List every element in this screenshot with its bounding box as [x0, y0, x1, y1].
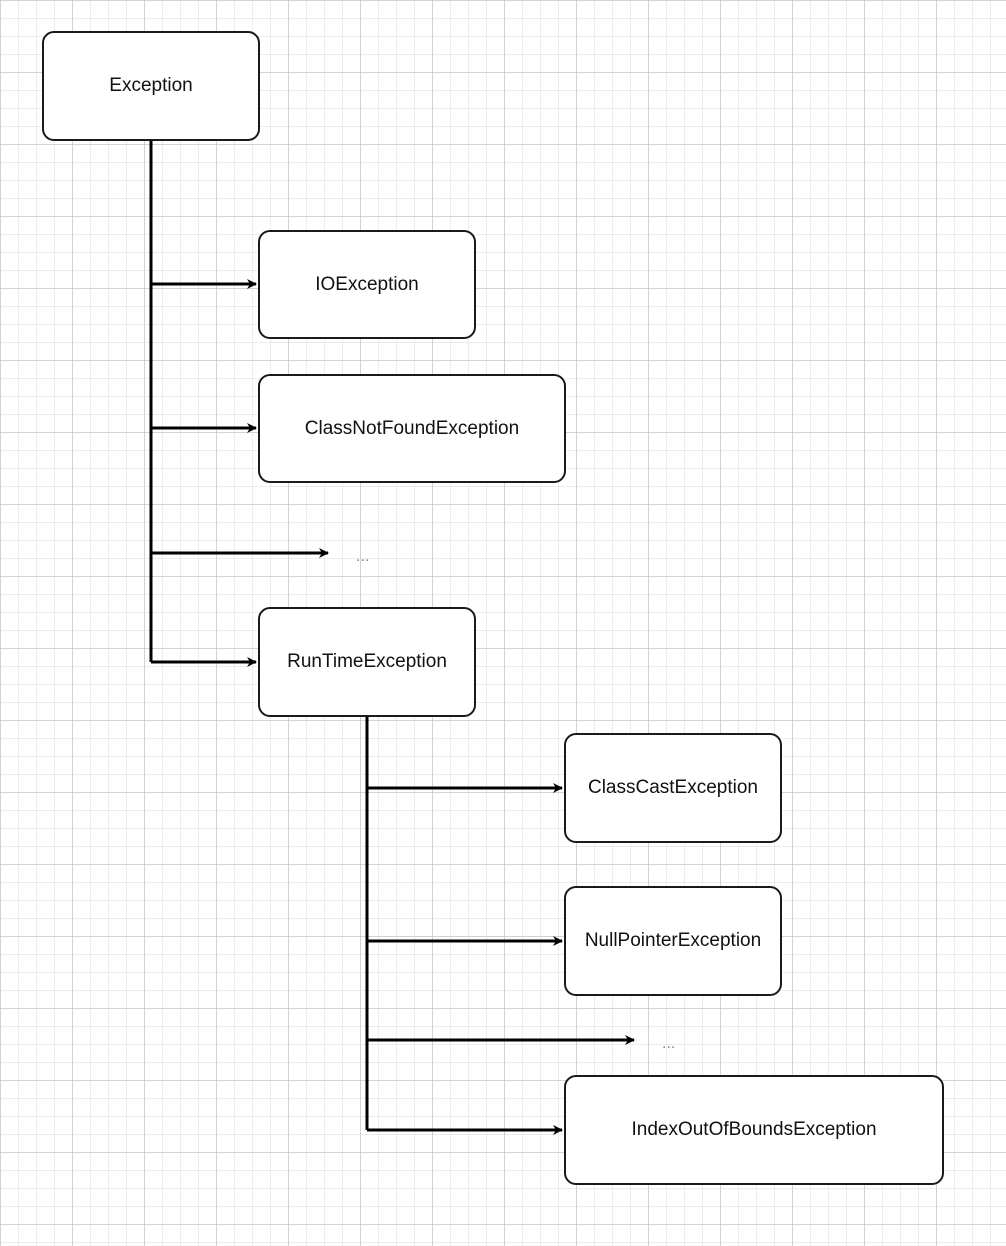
node-nullpointerexception[interactable]: NullPointerException: [564, 886, 782, 996]
node-indexoutofboundsexception[interactable]: IndexOutOfBoundsException: [564, 1075, 944, 1185]
node-runtimeexception[interactable]: RunTimeException: [258, 607, 476, 717]
node-exception-label: Exception: [109, 75, 193, 96]
node-ioexception[interactable]: IOException: [258, 230, 476, 339]
node-classnotfoundexception[interactable]: ClassNotFoundException: [258, 374, 566, 483]
node-nullpointerexception-label: NullPointerException: [584, 930, 762, 951]
node-ioexception-label: IOException: [315, 273, 419, 295]
node-runtimeexception-label: RunTimeException: [287, 651, 447, 672]
node-classnotfoundexception-label: ClassNotFoundException: [304, 417, 520, 439]
node-classcastexception[interactable]: ClassCastException: [564, 733, 782, 843]
node-classcastexception-label: ClassCastException: [587, 777, 759, 798]
node-indexoutofboundsexception-label: IndexOutOfBoundsException: [631, 1119, 877, 1140]
ellipsis-runtime-children: ...: [662, 1035, 676, 1052]
node-exception[interactable]: Exception: [42, 31, 260, 141]
ellipsis-exception-children: ...: [356, 548, 370, 565]
